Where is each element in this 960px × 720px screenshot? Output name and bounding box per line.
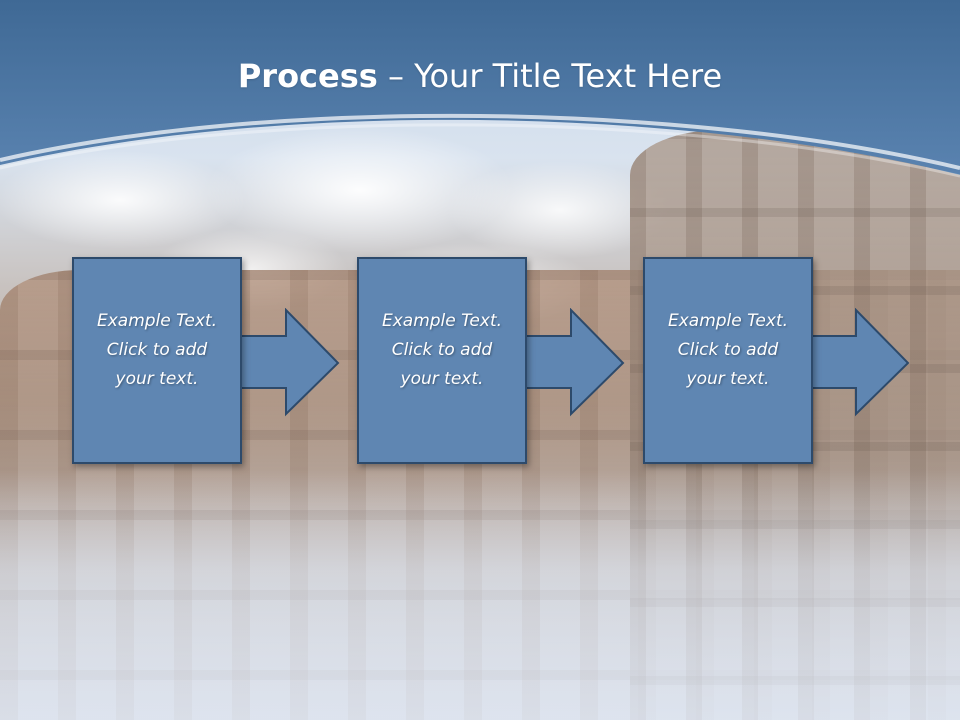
title-bold: Process xyxy=(237,57,378,95)
arrow-right-icon xyxy=(516,308,625,417)
step-text[interactable]: Example Text. Click to add your text. xyxy=(667,311,789,389)
step-box xyxy=(72,257,242,464)
step-text[interactable]: Example Text. Click to add your text. xyxy=(381,311,503,389)
arrow-right-icon xyxy=(801,308,910,417)
process-step-2[interactable]: Example Text. Click to add your text. xyxy=(357,257,527,464)
process-step-1[interactable]: Example Text. Click to add your text. xyxy=(72,257,242,464)
title-rest: – Your Title Text Here xyxy=(377,57,723,95)
process-step-3[interactable]: Example Text. Click to add your text. xyxy=(643,257,813,464)
header-band xyxy=(0,0,960,178)
slide-title[interactable]: Process – Your Title Text Here xyxy=(0,52,960,100)
bottom-haze xyxy=(0,470,960,720)
step-text[interactable]: Example Text. Click to add your text. xyxy=(96,311,218,389)
arrow-right-icon xyxy=(231,308,340,417)
step-box xyxy=(643,257,813,464)
step-box xyxy=(357,257,527,464)
